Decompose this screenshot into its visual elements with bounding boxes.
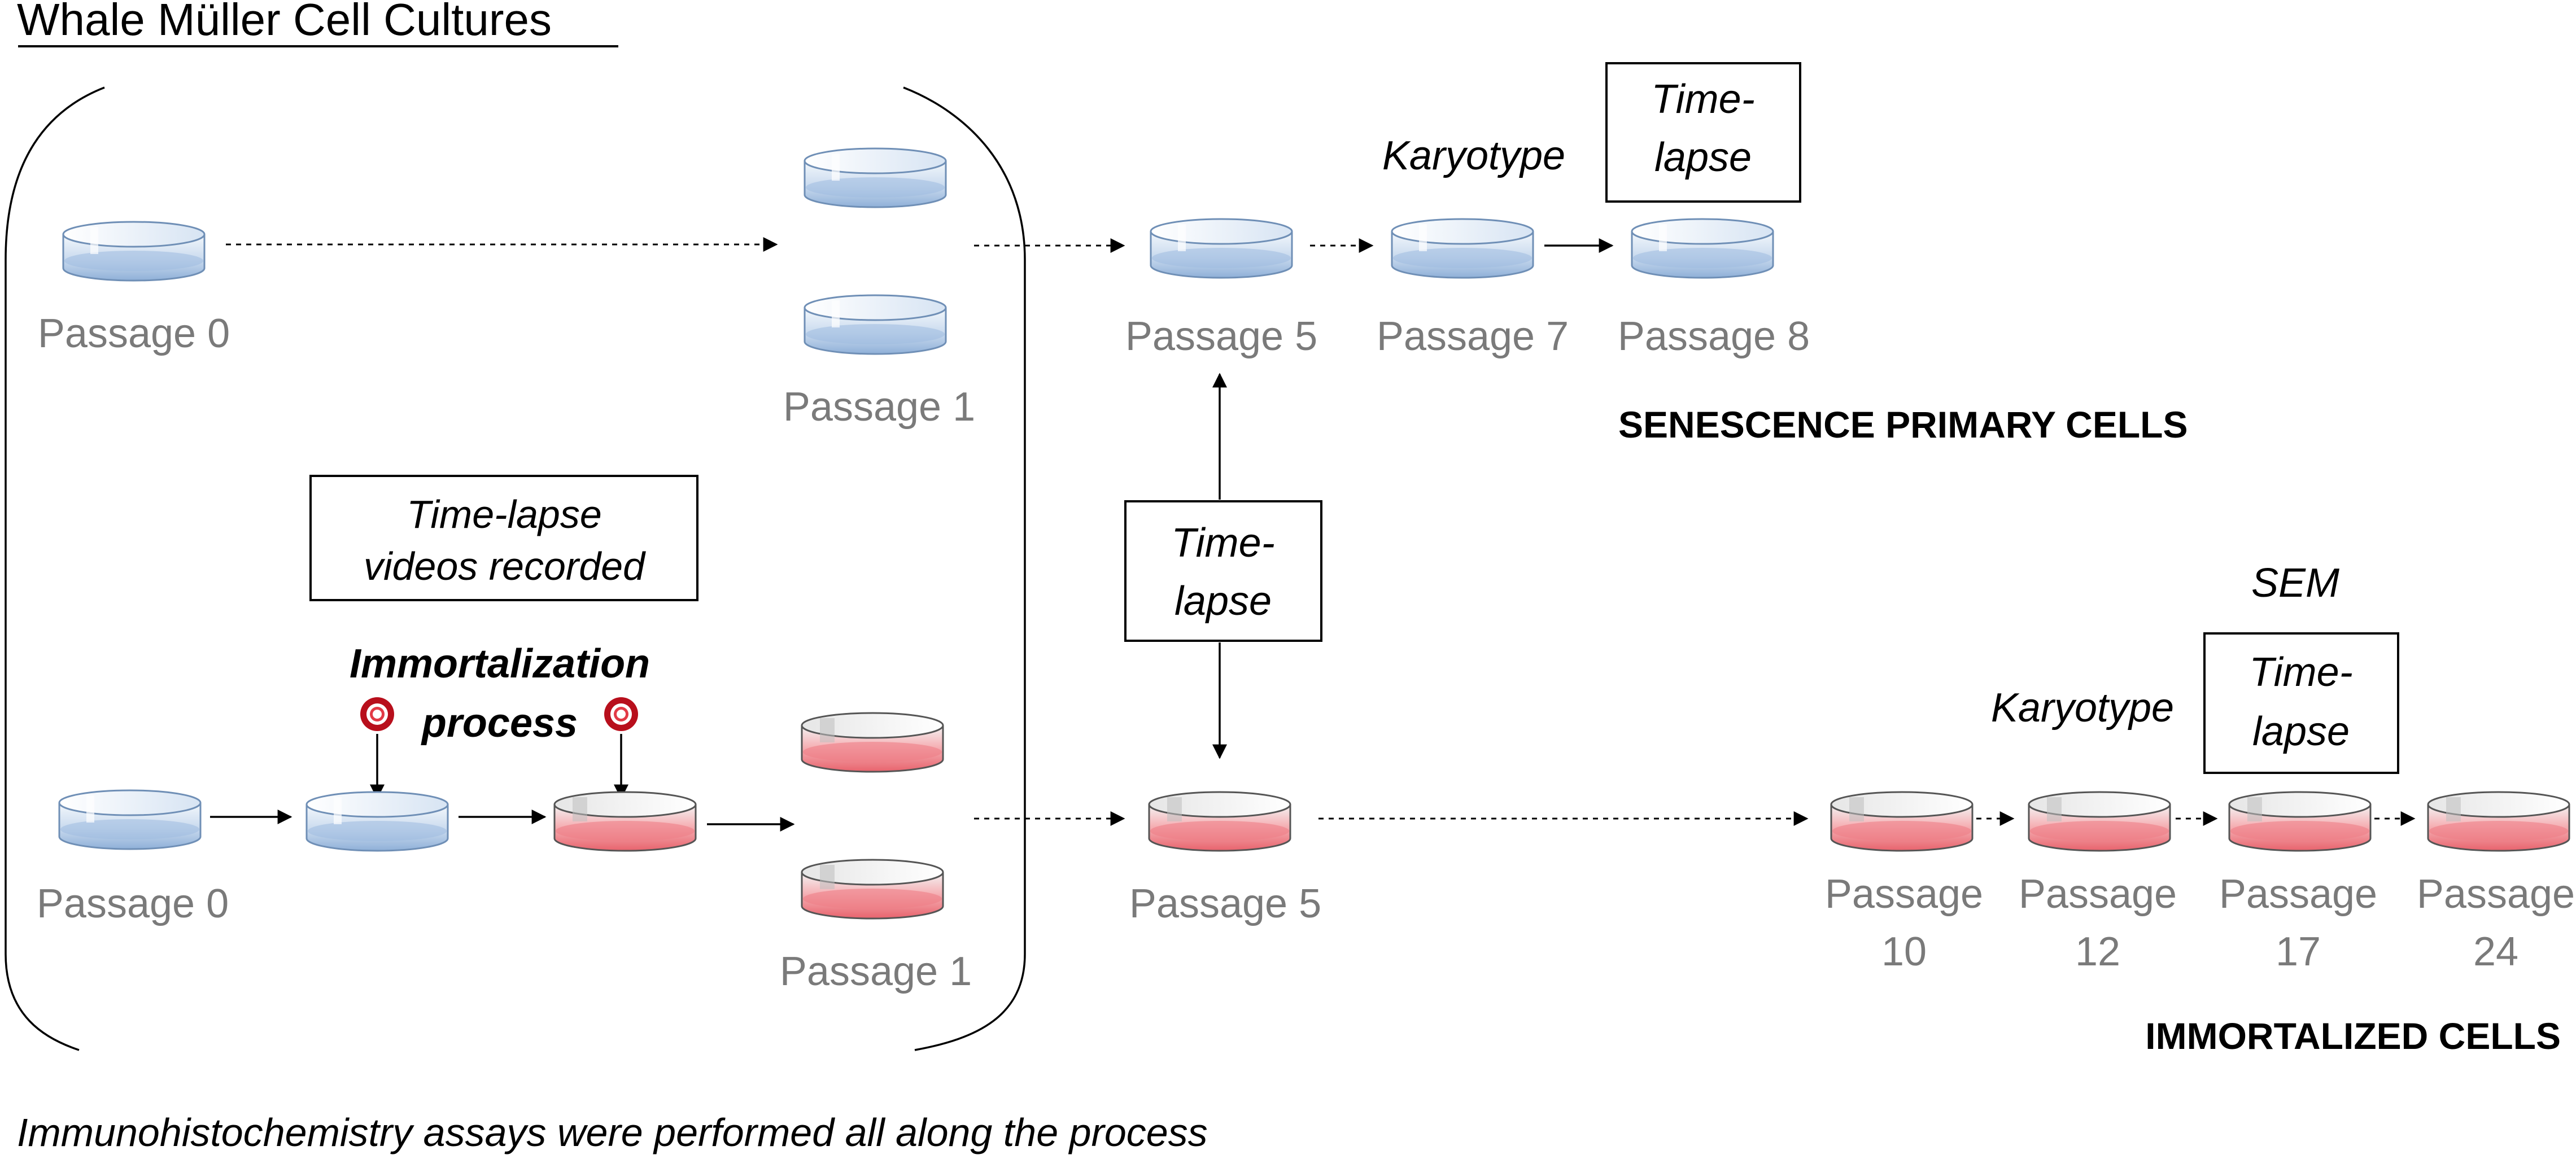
label-immortal-p5: Passage 5 [1129, 881, 1321, 926]
dish-immortal-p0-start [59, 790, 200, 849]
label-primary-p0: Passage 0 [38, 311, 230, 356]
label-immortal-p24-word: Passage [2417, 872, 2575, 917]
dish-primary-p0 [63, 222, 204, 281]
dish-primary-p5 [1151, 219, 1292, 278]
dish-immortal-p1b [802, 860, 943, 919]
immortalization-ring-2 [604, 697, 638, 731]
label-immortal-p12-word: Passage [2019, 872, 2177, 917]
box-timelapse-videos [309, 475, 698, 601]
footnote: Immunohistochemistry assays were perform… [17, 1110, 1208, 1154]
group-label-immortalized: IMMORTALIZED CELLS [2145, 1015, 2561, 1057]
group-label-senescence: SENESCENCE PRIMARY CELLS [1618, 404, 2188, 445]
right-bracket [903, 86, 1026, 1051]
label-primary-p8: Passage 8 [1618, 314, 1810, 359]
dish-immortal-p12 [2029, 792, 2170, 851]
box-timelapse-primary-l2: lapse [1654, 135, 1752, 180]
box-timelapse-primary-l1: Time- [1651, 77, 1754, 122]
box-timelapse-immortal-l1: Time- [2249, 650, 2352, 695]
dish-primary-p8 [1632, 219, 1773, 278]
dish-immortal-p10 [1831, 792, 1972, 851]
immortalization-label-l1: Immortalization [350, 641, 650, 686]
box-timelapse-primary [1605, 62, 1801, 203]
left-bracket [5, 86, 105, 1051]
label-immortal-p10-word: Passage [1825, 872, 1983, 917]
box-timelapse-immortal [2203, 632, 2399, 774]
label-primary-p1: Passage 1 [783, 384, 975, 430]
page-title: Whale Müller Cell Cultures [17, 0, 552, 45]
label-immortal-p24-num: 24 [2473, 929, 2518, 974]
dish-immortal-p17 [2229, 792, 2370, 851]
dish-primary-p1b [805, 295, 946, 354]
immortalization-label-l2: process [421, 701, 578, 746]
label-immortal-p12-num: 12 [2075, 929, 2120, 974]
label-immortal-p10-num: 10 [1881, 929, 1927, 974]
box-timelapse-videos-l1: Time-lapse [407, 492, 602, 536]
dish-immortal-first-pink [555, 792, 696, 851]
label-karyotype-immortal: Karyotype [1991, 685, 2174, 731]
label-immortal-p0: Passage 0 [37, 881, 229, 926]
label-sem: SEM [2251, 561, 2339, 606]
dish-immortal-p24 [2428, 792, 2569, 851]
label-primary-p5: Passage 5 [1125, 314, 1317, 359]
immortalization-ring-1 [360, 697, 394, 731]
box-timelapse-middle-l2: lapse [1175, 579, 1272, 624]
dish-primary-p7 [1392, 219, 1533, 278]
label-karyotype-primary: Karyotype [1382, 133, 1565, 178]
dish-immortal-transfected [307, 792, 448, 851]
label-immortal-p1: Passage 1 [780, 949, 972, 994]
box-timelapse-middle [1124, 500, 1322, 642]
box-timelapse-immortal-l2: lapse [2252, 709, 2350, 754]
label-immortal-p17-word: Passage [2219, 872, 2377, 917]
label-primary-p7: Passage 7 [1377, 314, 1569, 359]
dish-immortal-p5 [1149, 792, 1290, 851]
label-immortal-p17-num: 17 [2276, 929, 2321, 974]
dish-primary-p1a [805, 148, 946, 207]
box-timelapse-middle-l1: Time- [1171, 521, 1274, 566]
box-timelapse-videos-l2: videos recorded [364, 544, 646, 588]
dish-immortal-p1a [802, 713, 943, 772]
